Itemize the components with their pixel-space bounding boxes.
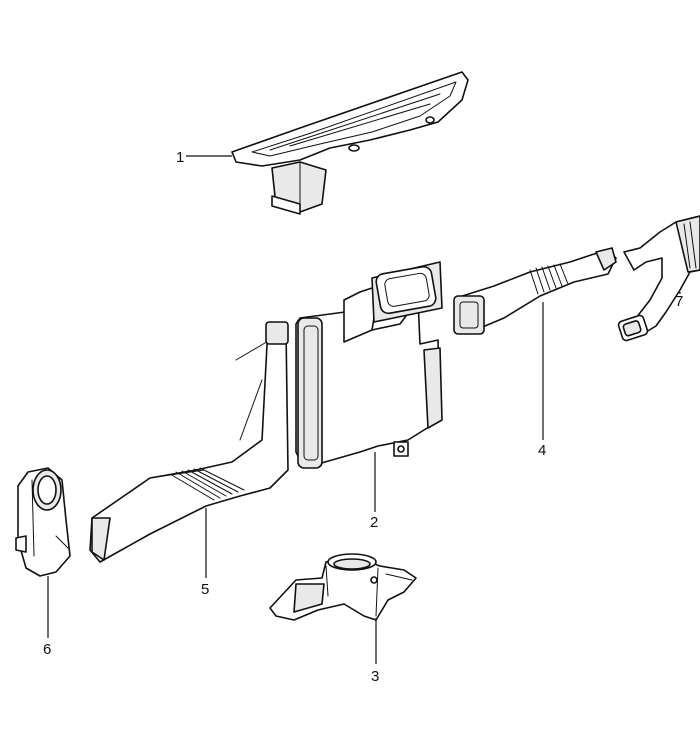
callout-6: 6 — [43, 641, 51, 658]
part-3-floor-outlet — [269, 553, 417, 621]
part-6-left-outlet — [15, 467, 71, 577]
part-5-left-hose — [89, 321, 289, 563]
callout-3: 3 — [371, 668, 379, 685]
part-1-defroster-duct — [231, 71, 469, 215]
callout-4: 4 — [538, 442, 546, 459]
callout-2: 2 — [370, 514, 378, 531]
callout-5: 5 — [201, 581, 209, 598]
callout-7: 7 — [675, 293, 683, 310]
callout-1: 1 — [176, 149, 184, 166]
part-7-right-duct — [617, 215, 700, 342]
part-4-right-hose — [453, 247, 617, 335]
part-2-distribution-housing — [295, 261, 443, 469]
